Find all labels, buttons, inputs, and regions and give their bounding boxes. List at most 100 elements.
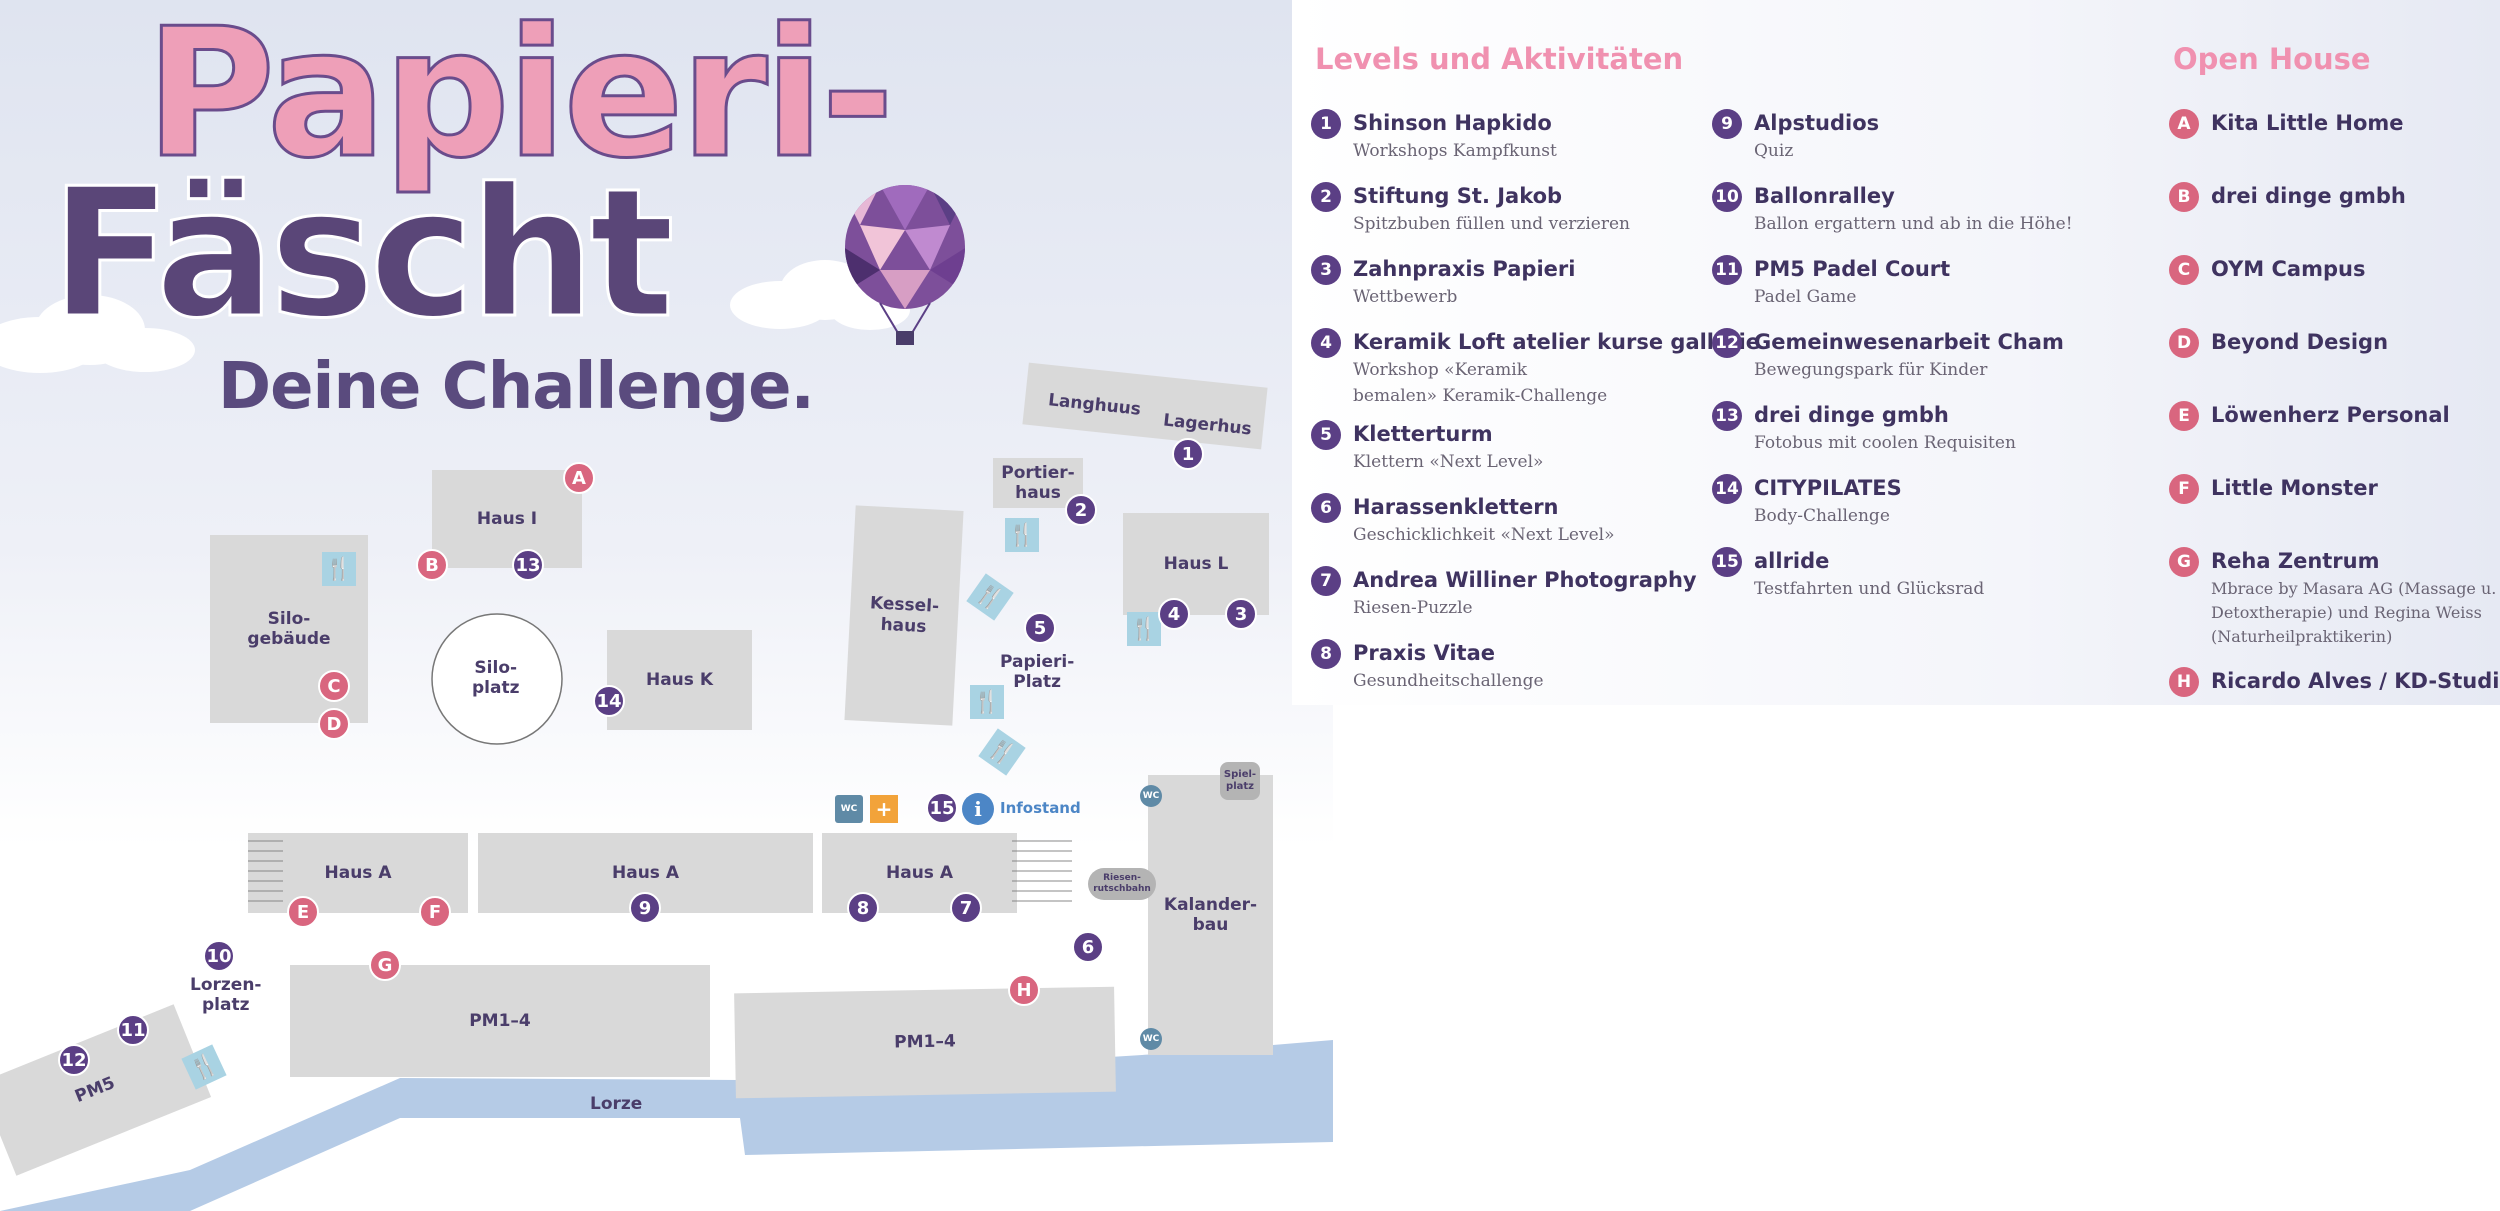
stairs [248,840,283,902]
siloplatz-circle [431,613,563,745]
map-marker-11[interactable]: 11 [117,1014,149,1046]
building-pm1-4-east: PM1–4 [734,986,1116,1099]
open-house-badge: A [2169,109,2199,139]
info-icon: i [962,793,994,825]
map-marker-14[interactable]: 14 [593,685,625,717]
level-name: Stiftung St. Jakob [1353,184,1563,208]
level-desc: Spitzbuben füllen und verzieren [1353,214,1630,234]
level-badge: 11 [1712,255,1742,285]
level-desc: Gesundheitschallenge [1353,671,1544,691]
wc-icon: WC [835,795,863,823]
map-marker-4[interactable]: 4 [1158,598,1190,630]
map-marker-6[interactable]: 6 [1072,931,1104,963]
map-marker-1[interactable]: 1 [1172,438,1204,470]
open-house-badge: C [2169,255,2199,285]
building-haus-i: Haus I [432,470,582,568]
level-name: Alpstudios [1754,111,1880,135]
fork-knife-icon: 🍴 [1127,612,1161,646]
map-marker-8[interactable]: 8 [847,892,879,924]
level-name: Andrea Williner Photography [1353,568,1697,592]
map-marker-12[interactable]: 12 [58,1044,90,1076]
map-marker-2[interactable]: 2 [1065,494,1097,526]
building-portierhaus: Portier- haus [993,458,1083,508]
level-badge: 12 [1712,328,1742,358]
map-marker-H[interactable]: H [1008,974,1040,1006]
level-desc: Workshops Kampfkunst [1353,141,1557,161]
level-desc: Quiz [1754,141,1794,161]
map-marker-A[interactable]: A [563,462,595,494]
open-house-badge: H [2169,667,2199,697]
level-name: Ballonralley [1754,184,1895,208]
level-badge: 3 [1311,255,1341,285]
level-name: CITYPILATES [1754,476,1902,500]
fork-knife-icon: 🍴 [966,573,1014,621]
map-marker-10[interactable]: 10 [203,940,235,972]
level-desc: Geschicklichkeit «Next Level» [1353,525,1615,545]
open-house-name: Little Monster [2211,476,2378,500]
open-house-badge: E [2169,401,2199,431]
map-marker-15[interactable]: 15 [926,792,958,824]
building-kalanderbau: Kalander- bau [1148,775,1273,1055]
level-desc: Klettern «Next Level» [1353,452,1544,472]
cloud-icon [0,295,195,373]
level-desc: Body-Challenge [1754,506,1890,526]
level-desc: Padel Game [1754,287,1857,307]
level-desc: Fotobus mit coolen Requisiten [1754,433,2016,453]
level-badge: 9 [1712,109,1742,139]
level-desc: Workshop «Keramik bemalen» Keramik-Chall… [1353,360,1608,406]
level-badge: 14 [1712,474,1742,504]
label-infostand: Infostand [1000,799,1081,817]
label-papieri-platz: Papieri- Platz [1000,652,1075,693]
map-title-line2: Fäscht [49,150,677,357]
festival-map: Papieri- Fäscht Deine Challenge. Lorze L… [0,0,1333,1211]
fork-knife-icon: 🍴 [978,728,1026,776]
level-name: Harassenklettern [1353,495,1559,519]
map-marker-5[interactable]: 5 [1024,612,1056,644]
level-name: PM5 Padel Court [1754,257,1951,281]
level-badge: 1 [1311,109,1341,139]
open-house-name: Kita Little Home [2211,111,2404,135]
map-marker-E[interactable]: E [287,896,319,928]
open-house-name: OYM Campus [2211,257,2366,281]
levels-heading: Levels und Aktivitäten [1315,42,1684,76]
level-badge: 8 [1311,639,1341,669]
open-house-name: drei dinge gmbh [2211,184,2406,208]
open-house-badge: G [2169,547,2199,577]
building-pm1-4-west: PM1–4 [290,965,710,1077]
label-siloplatz: Silo- platz [472,658,520,699]
level-badge: 4 [1311,328,1341,358]
map-marker-F[interactable]: F [419,896,451,928]
level-badge: 10 [1712,182,1742,212]
level-name: Gemeinwesenarbeit Cham [1754,330,2064,354]
level-name: drei dinge gmbh [1754,403,1949,427]
open-house-desc: Mbrace by Masara AG (Massage u. Detoxthe… [2211,579,2497,646]
open-house-badge: B [2169,182,2199,212]
map-marker-B[interactable]: B [416,549,448,581]
stairs [1012,840,1072,902]
level-name: allride [1754,549,1830,573]
map-marker-3[interactable]: 3 [1225,598,1257,630]
building-kesselhaus: Kessel- haus [844,505,964,726]
fork-knife-icon: 🍴 [1005,518,1039,552]
map-marker-G[interactable]: G [369,949,401,981]
level-name: Kletterturm [1353,422,1493,446]
map-title-line1: Papieri- [144,0,897,197]
map-marker-7[interactable]: 7 [950,892,982,924]
first-aid-icon: + [870,795,898,823]
open-house-name: Reha Zentrum [2211,549,2380,573]
level-desc: Bewegungspark für Kinder [1754,360,1988,380]
level-badge: 7 [1311,566,1341,596]
open-house-name: Löwenherz Personal [2211,403,2450,427]
map-marker-9[interactable]: 9 [629,892,661,924]
open-house-heading: Open House [2173,42,2371,76]
map-marker-D[interactable]: D [318,708,350,740]
map-marker-13[interactable]: 13 [512,549,544,581]
open-house-badge: F [2169,474,2199,504]
riesenrutschbahn-badge: Riesen- rutschbahn [1088,868,1156,900]
map-marker-C[interactable]: C [318,670,350,702]
wc-icon: WC [1140,1028,1162,1050]
fork-knife-icon: 🍴 [970,685,1004,719]
level-desc: Wettbewerb [1353,287,1458,307]
label-lorzenplatz: Lorzen- platz [190,975,262,1016]
spielplatz-badge: Spiel- platz [1220,762,1260,800]
